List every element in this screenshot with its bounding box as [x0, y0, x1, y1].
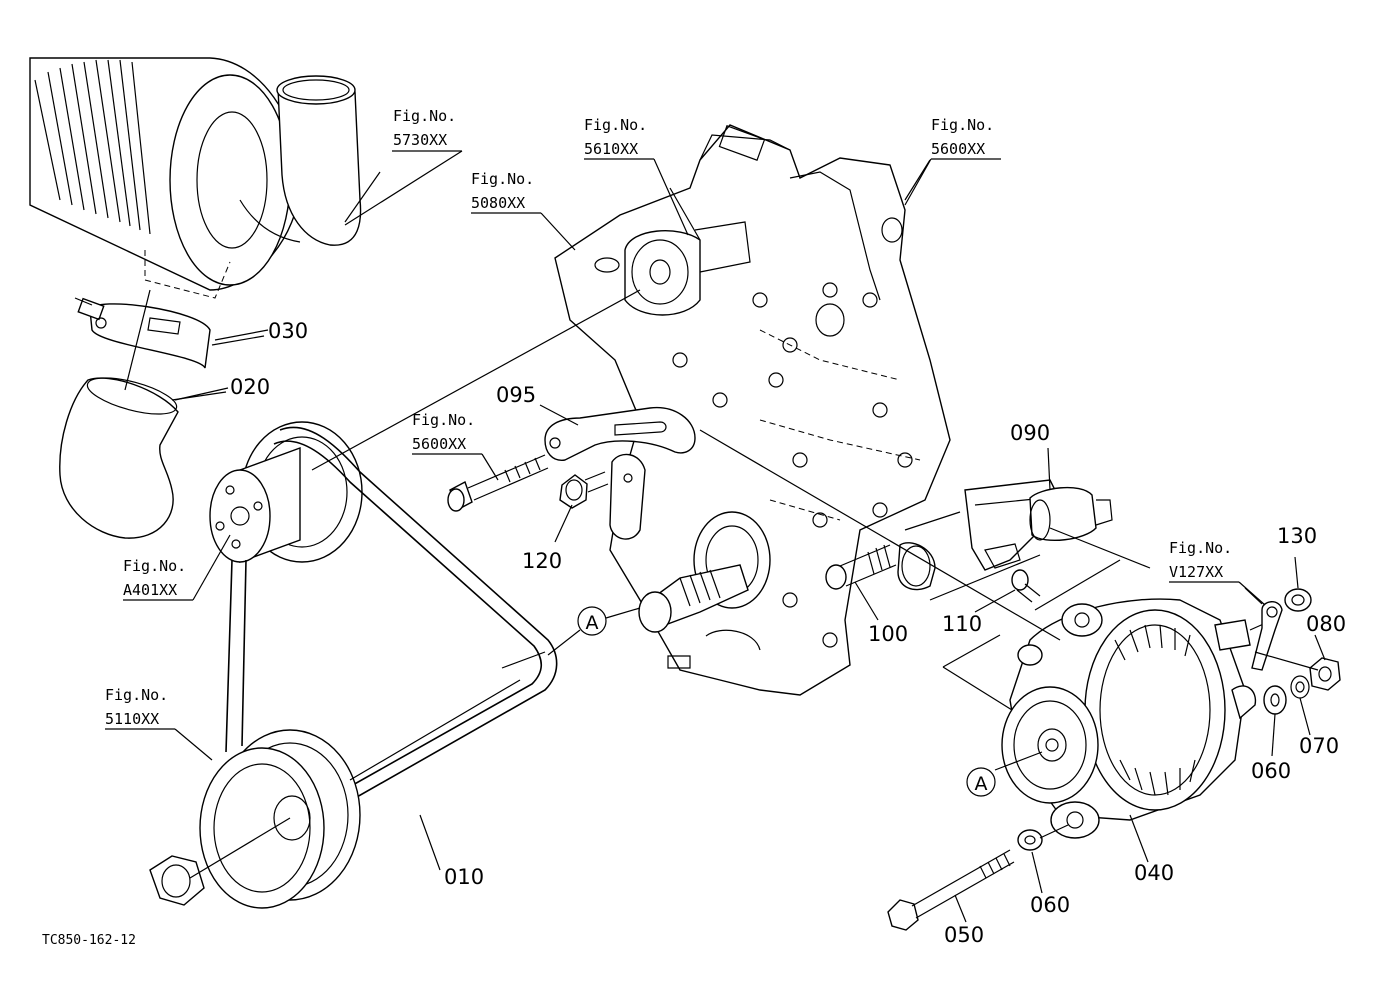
svg-text:V127XX: V127XX: [1169, 563, 1223, 581]
svg-text:Fig.No.: Fig.No.: [412, 411, 475, 429]
part-label-110[interactable]: 110: [942, 612, 982, 636]
alternator-bracket-drawing: [964, 479, 1113, 603]
part-label-030[interactable]: 030: [268, 319, 308, 343]
part-label-020[interactable]: 020: [230, 375, 270, 399]
fan-pulley-drawing: [209, 421, 363, 564]
alternator-drawing: [1001, 598, 1269, 839]
svg-text:Fig.No.: Fig.No.: [105, 686, 168, 704]
svg-text:Fig.No.: Fig.No.: [1169, 539, 1232, 557]
svg-text:A401XX: A401XX: [123, 581, 177, 599]
drawing-id: TC850-162-12: [42, 933, 136, 948]
part-label-070[interactable]: 070: [1299, 734, 1339, 758]
washer-060-lower-drawing: [1017, 829, 1043, 851]
gear-case-drawing: [554, 124, 951, 696]
leader-lines: [105, 150, 1326, 923]
part-label-090[interactable]: 090: [1010, 421, 1050, 445]
part-label-060-lower[interactable]: 060: [1030, 893, 1070, 917]
part-label-130[interactable]: 130: [1277, 524, 1317, 548]
long-bolt-050-drawing: [887, 849, 1015, 931]
nut-080-drawing: [1309, 657, 1341, 691]
bolt-left-drawing: [447, 454, 549, 512]
svg-text:A: A: [586, 612, 599, 634]
svg-text:A: A: [975, 773, 988, 795]
fig-ref-5110[interactable]: Fig.No. 5110XX: [105, 686, 168, 728]
part-label-100[interactable]: 100: [868, 622, 908, 646]
svg-text:Fig.No.: Fig.No.: [931, 116, 994, 134]
v-belt-drawing: [225, 426, 558, 819]
fig-ref-5600-mid[interactable]: Fig.No. 5600XX: [412, 411, 475, 453]
bolt-100-drawing: [825, 542, 936, 591]
intake-hose-drawing: [59, 377, 179, 539]
svg-text:5610XX: 5610XX: [584, 140, 638, 158]
part-label-120[interactable]: 120: [522, 549, 562, 573]
svg-text:5730XX: 5730XX: [393, 131, 447, 149]
nut-130-drawing: [1284, 588, 1312, 612]
part-label-010[interactable]: 010: [444, 865, 484, 889]
lock-washer-070-drawing: [1290, 675, 1310, 699]
adjusting-bracket-drawing: [544, 406, 696, 540]
svg-text:Fig.No.: Fig.No.: [471, 170, 534, 188]
part-label-050[interactable]: 050: [944, 923, 984, 947]
svg-text:Fig.No.: Fig.No.: [393, 107, 456, 125]
svg-text:5600XX: 5600XX: [412, 435, 466, 453]
part-label-060-right[interactable]: 060: [1251, 759, 1291, 783]
terminal-cable-drawing: [1251, 601, 1283, 671]
hose-clamp-drawing: [74, 297, 211, 369]
fig-ref-v127[interactable]: Fig.No. V127XX: [1169, 539, 1232, 581]
marker-a-right: A: [966, 767, 996, 797]
svg-text:5600XX: 5600XX: [931, 140, 985, 158]
fig-ref-5600-top[interactable]: Fig.No. 5600XX: [931, 116, 994, 158]
crankshaft-pulley-drawing: [149, 729, 361, 909]
bolt-120-drawing: [559, 471, 609, 509]
fig-ref-a401[interactable]: Fig.No. A401XX: [123, 557, 186, 599]
svg-text:5080XX: 5080XX: [471, 194, 525, 212]
fig-ref-5080[interactable]: Fig.No. 5080XX: [471, 170, 534, 212]
part-label-080[interactable]: 080: [1306, 612, 1346, 636]
svg-text:5110XX: 5110XX: [105, 710, 159, 728]
fig-ref-5730[interactable]: Fig.No. 5730XX: [393, 107, 456, 149]
fig-ref-5610[interactable]: Fig.No. 5610XX: [584, 116, 647, 158]
washer-060-right-drawing: [1263, 685, 1287, 715]
assembly-centerlines: [124, 159, 1319, 839]
svg-text:Fig.No.: Fig.No.: [584, 116, 647, 134]
marker-a-left: A: [577, 606, 607, 636]
svg-text:Fig.No.: Fig.No.: [123, 557, 186, 575]
part-label-040[interactable]: 040: [1134, 861, 1174, 885]
part-label-095[interactable]: 095: [496, 383, 536, 407]
air-cleaner-drawing: [29, 57, 362, 299]
